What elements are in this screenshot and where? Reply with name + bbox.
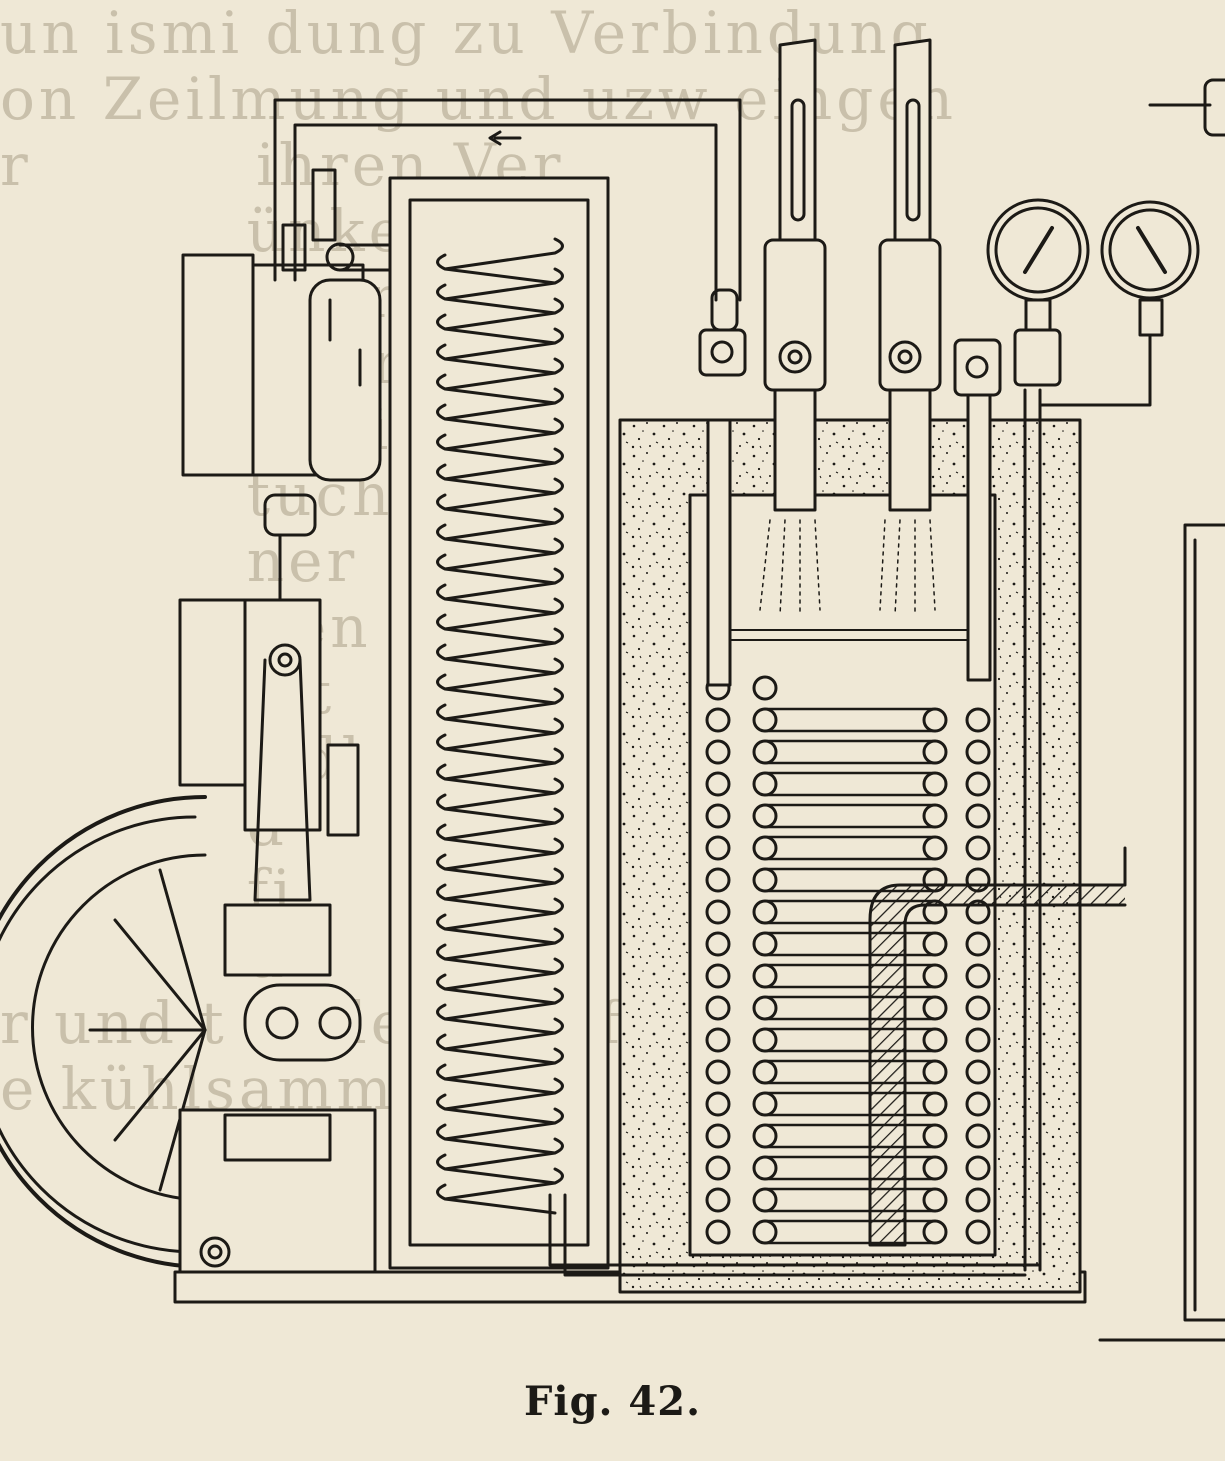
sprayer-left [759, 38, 827, 616]
condenser-coil [436, 237, 564, 1215]
coil-tube-section [965, 1187, 991, 1213]
coil-tube-section [965, 1027, 991, 1053]
coil-tube-section [965, 995, 991, 1021]
coil-tube-section [965, 739, 991, 765]
cooler-tank [618, 418, 1127, 1294]
flywheel [0, 795, 207, 1269]
coil-tube [763, 1155, 937, 1181]
compressor [178, 168, 382, 1274]
pressure-gauge-right [1038, 200, 1200, 407]
tank-pipes [548, 288, 1042, 1277]
coil-tube-section [965, 771, 991, 797]
coil-tube-section [705, 707, 731, 733]
coil-tube-section [965, 1059, 991, 1085]
evaporator-coil [705, 675, 991, 1245]
condenser-coil-windings [436, 237, 564, 1215]
coil-tube-section [705, 1091, 731, 1117]
bleed-text-line: ner [0, 527, 359, 595]
coil-tube-section [705, 835, 731, 861]
coil-tube [763, 707, 937, 733]
coil-tube-section [705, 867, 731, 893]
coil-tube-section [965, 1123, 991, 1149]
bleed-text-line: un ismi dung zu Verbindung [0, 0, 932, 67]
coil-tube-section [965, 1091, 991, 1117]
figure-caption: Fig. 42. [523, 1378, 701, 1425]
condenser [388, 176, 610, 1270]
coil-tube [763, 835, 937, 861]
coil-tube [763, 1059, 937, 1085]
coil-tube-section [705, 1027, 731, 1053]
coil-tube-section [705, 1187, 731, 1213]
coil-tube-section [965, 1219, 991, 1245]
brine-pipe [868, 846, 1127, 1247]
coil-tube-section [705, 771, 731, 797]
coil-tube [763, 1091, 937, 1117]
coil-tube [763, 803, 937, 829]
coil-tube [763, 1027, 937, 1053]
coil-tube-section [705, 1123, 731, 1149]
coil-tube [763, 771, 937, 797]
coil-tube [763, 1187, 937, 1213]
pressure-gauge-left [986, 198, 1090, 387]
coil-tube-section [705, 1059, 731, 1085]
coil-tube [763, 739, 937, 765]
adjacent-figure-edge [1098, 78, 1225, 1342]
coil-tube [763, 931, 937, 957]
coil-tube-section [705, 1219, 731, 1245]
coil-tube [763, 995, 937, 1021]
coil-tube-section [705, 963, 731, 989]
coil-tube-section [965, 835, 991, 861]
coil-tube [763, 1123, 937, 1149]
coil-tube [763, 1219, 937, 1245]
coil-tube-section [965, 963, 991, 989]
coil-tube-section [705, 739, 731, 765]
coil-tube-section [705, 803, 731, 829]
coil-tube [763, 963, 937, 989]
coil-tube-section [705, 995, 731, 1021]
coil-tube-section [705, 931, 731, 957]
coil-tube-section [965, 931, 991, 957]
coil-tube-section [965, 707, 991, 733]
coil-tube-section [705, 1155, 731, 1181]
coil-tube-section [752, 675, 778, 701]
coil-tube-section [965, 1155, 991, 1181]
coil-tube-section [965, 803, 991, 829]
sprayer-right [878, 38, 942, 616]
coil-tube-section [705, 899, 731, 925]
